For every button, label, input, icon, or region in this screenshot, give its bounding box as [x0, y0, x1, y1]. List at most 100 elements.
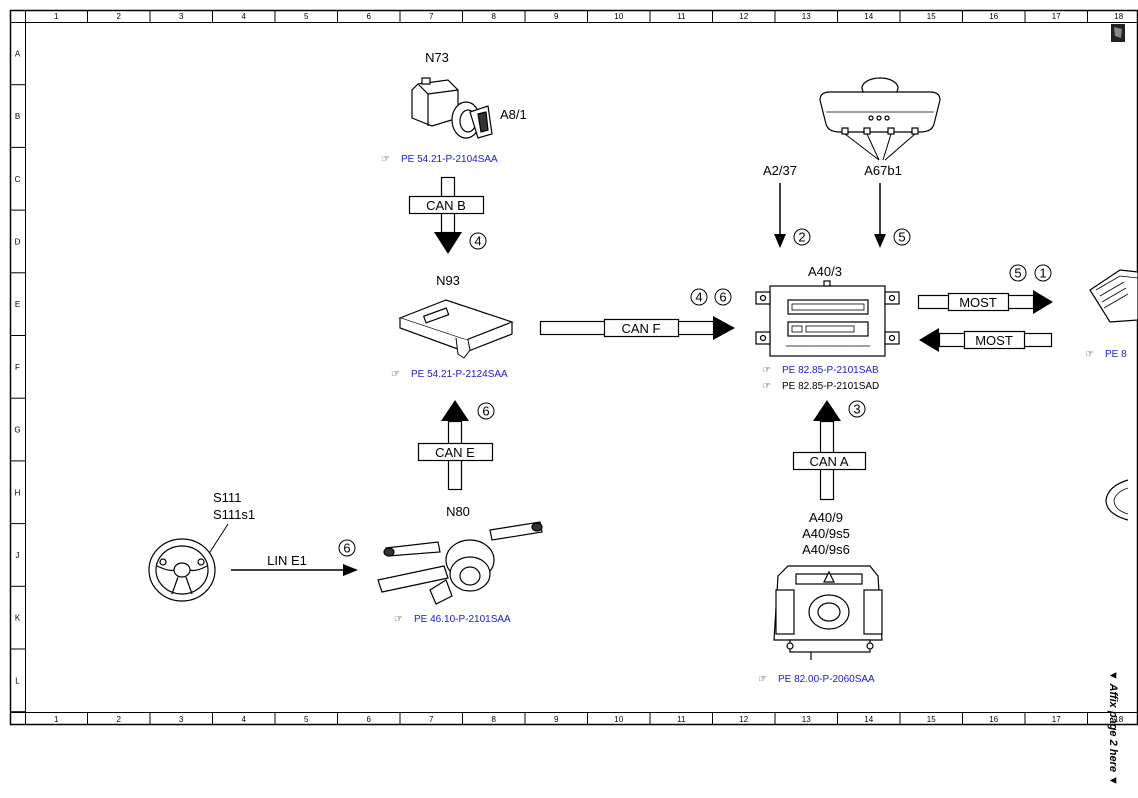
a2-37-label: A2/37: [763, 163, 797, 178]
n73-ref-text[interactable]: PE 54.21-P-2104SAA: [401, 154, 498, 165]
can-b-label: CAN B: [426, 198, 466, 213]
marker-number: 1: [1039, 266, 1046, 281]
grid-column-label: 2: [117, 12, 122, 21]
s111-label: S111: [213, 490, 241, 505]
grid-row-label: B: [15, 112, 20, 121]
partial-component-icon: [1089, 269, 1138, 323]
grid-column-label: 5: [304, 12, 309, 21]
n93-reference-link[interactable]: ☞ PE 54.21-P-2124SAA: [391, 369, 508, 380]
grid-row-label: D: [15, 237, 21, 246]
a40-3-label: A40/3: [808, 264, 842, 279]
grid-column-label: 16: [989, 12, 998, 21]
a40-9s5-label: A40/9s5: [802, 526, 850, 541]
hand-pointer-icon: ☞: [381, 154, 390, 165]
n93-ref-text[interactable]: PE 54.21-P-2124SAA: [411, 369, 508, 380]
grid-column-label: 7: [429, 12, 434, 21]
grid-column-label: 15: [927, 12, 936, 21]
circle-marker: 1: [1034, 264, 1052, 282]
grid-row-label: F: [15, 363, 20, 372]
a40-3-reference-link-1[interactable]: ☞ PE 82.85-P-2101SAB: [762, 365, 879, 376]
circle-marker: 3: [848, 400, 866, 418]
grid-row-label: A: [15, 49, 21, 58]
hand-pointer-icon: ☞: [1085, 349, 1094, 360]
grid-column-label: 3: [179, 715, 184, 724]
circle-marker: 6: [714, 288, 732, 306]
grid-row-label: E: [15, 300, 20, 309]
a67b1-label: A67b1: [864, 163, 902, 178]
partial-ref-text[interactable]: PE 8: [1105, 349, 1127, 360]
most-in-label: MOST: [975, 333, 1013, 348]
grid-column-label: 8: [492, 715, 497, 724]
n93-label: N93: [436, 273, 460, 288]
can-a-bus-arrow: CAN A: [792, 400, 867, 501]
grid-column-label: 18: [1114, 12, 1123, 21]
grid-row-label: J: [16, 551, 20, 560]
grid-column-label: 6: [367, 12, 372, 21]
grid-column-label: 11: [677, 12, 686, 21]
can-f-label: CAN F: [622, 321, 661, 336]
a40-3-ref2-text[interactable]: PE 82.85-P-2101SAD: [782, 381, 879, 392]
marker-number: 4: [474, 234, 481, 249]
grid-column-label: 3: [179, 12, 184, 21]
grid-row-label: C: [15, 175, 21, 184]
grid-column-label: 14: [864, 12, 873, 21]
n80-ref-text[interactable]: PE 46.10-P-2101SAA: [414, 614, 511, 625]
n93-module-icon: [398, 299, 514, 359]
marker-number: 6: [343, 541, 350, 556]
hand-pointer-icon: ☞: [391, 369, 400, 380]
n73-ignition-switch-icon: [411, 77, 493, 139]
can-e-label: CAN E: [435, 445, 475, 460]
n73-label: N73: [425, 50, 449, 65]
grid-column-label: 6: [367, 715, 372, 724]
circle-marker: 4: [690, 288, 708, 306]
hand-pointer-icon: ☞: [762, 365, 771, 376]
a40-3-reference-link-2[interactable]: ☞ PE 82.85-P-2101SAD: [762, 381, 879, 392]
grid-row-label: K: [15, 614, 21, 623]
a40-3-ref1-text[interactable]: PE 82.85-P-2101SAB: [782, 365, 879, 376]
partial-reference-link[interactable]: ☞ PE 8: [1085, 349, 1127, 360]
circle-marker: 5: [1009, 264, 1027, 282]
head-unit-icon: [755, 280, 900, 357]
a40-9-label: A40/9: [809, 510, 843, 525]
grid-column-label: 16: [989, 715, 998, 724]
most-out-label: MOST: [959, 295, 997, 310]
n73-reference-link[interactable]: ☞ PE 54.21-P-2104SAA: [381, 154, 498, 165]
grid-column-label: 4: [242, 715, 247, 724]
a40-9-reference-link[interactable]: ☞ PE 82.00-P-2060SAA: [758, 674, 875, 685]
grid-column-label: 17: [1052, 12, 1061, 21]
a8-1-label: A8/1: [500, 107, 527, 122]
rearview-mirror-icon: [819, 77, 941, 135]
grid-column-label: 8: [492, 12, 497, 21]
can-f-bus-arrow: CAN F: [539, 316, 735, 340]
a40-9-ref-text[interactable]: PE 82.00-P-2060SAA: [778, 674, 875, 685]
hand-pointer-icon: ☞: [394, 614, 403, 625]
corner-tab-icon: [1111, 24, 1125, 42]
circle-marker: 6: [338, 539, 356, 557]
grid-row-label: H: [15, 488, 21, 497]
s111s1-label: S111s1: [213, 507, 255, 522]
marker-number: 4: [695, 290, 702, 305]
a40-9s6-label: A40/9s6: [802, 542, 850, 557]
most-out-bus-arrow: MOST: [917, 290, 1053, 314]
hand-pointer-icon: ☞: [758, 674, 767, 685]
grid-column-label: 1: [54, 715, 59, 724]
grid-column-label: 10: [614, 715, 623, 724]
grid-column-label: 9: [554, 715, 559, 724]
circle-marker: 2: [793, 228, 811, 246]
grid-column-label: 14: [864, 715, 873, 724]
affix-page-note: ▼ Affix page 2 here ▼: [1107, 670, 1119, 786]
n80-reference-link[interactable]: ☞ PE 46.10-P-2101SAA: [394, 614, 511, 625]
marker-number: 2: [798, 230, 805, 245]
hand-pointer-icon: ☞: [762, 381, 771, 392]
grid-column-label: 11: [677, 715, 686, 724]
can-b-bus-arrow: CAN B: [408, 176, 485, 254]
grid-column-label: 1: [54, 12, 59, 21]
can-a-label: CAN A: [809, 454, 848, 469]
a67b1-signal-arrow: [874, 183, 886, 248]
steering-wheel-icon: [148, 538, 216, 602]
grid-row-label: G: [14, 426, 20, 435]
n80-steering-column-module-icon: [377, 521, 543, 605]
grid-column-label: 7: [429, 715, 434, 724]
